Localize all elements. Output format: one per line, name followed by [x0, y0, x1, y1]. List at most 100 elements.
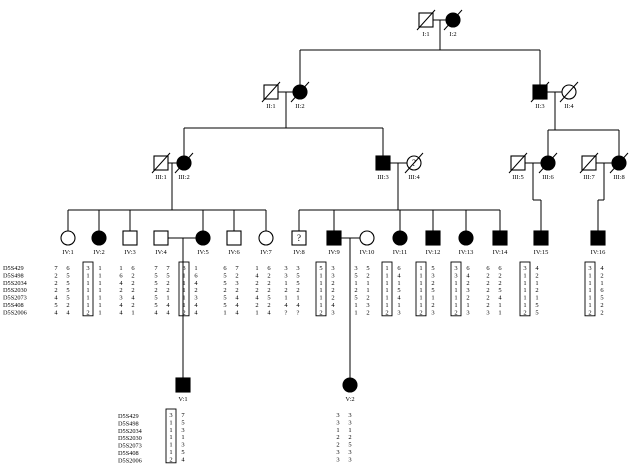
- individual-label: V:2: [345, 396, 354, 403]
- allele-value: 3: [466, 287, 469, 294]
- allele-value: 2: [119, 287, 122, 294]
- allele-value: 5: [181, 449, 184, 456]
- allele-value: 4: [194, 280, 198, 287]
- allele-value: 2: [419, 309, 422, 316]
- haplotype-box: [415, 261, 427, 317]
- allele-value: 1: [169, 449, 172, 456]
- allele-value: ?: [297, 309, 300, 316]
- allele-value: 5: [600, 295, 603, 302]
- allele-value: 1: [296, 295, 299, 302]
- allele-value: 2: [54, 287, 57, 294]
- allele-value: 1: [182, 302, 185, 309]
- haplotype-box: [165, 408, 177, 464]
- allele-value: 2: [284, 287, 287, 294]
- allele-value: 5: [154, 272, 157, 279]
- allele-value: 1: [319, 302, 322, 309]
- allele-value: 1: [523, 287, 526, 294]
- allele-value: 5: [319, 265, 322, 272]
- allele-value: 2: [169, 456, 172, 463]
- allele-value: 2: [255, 287, 258, 294]
- individual-label: IV:8: [293, 249, 304, 256]
- allele-value: 3: [331, 265, 334, 272]
- allele-value: 4: [194, 302, 198, 309]
- individual-label: II:4: [564, 103, 574, 110]
- individual-label: II:2: [295, 103, 304, 110]
- allele-value: 3: [194, 295, 197, 302]
- allele-value: 1: [255, 265, 258, 272]
- allele-value: 3: [331, 272, 334, 279]
- allele-value: 4: [154, 309, 158, 316]
- individual-label: III:2: [178, 174, 190, 181]
- individual-label: IV:1: [62, 249, 73, 256]
- allele-value: 4: [267, 309, 271, 316]
- allele-value: 3: [348, 449, 351, 456]
- individual-label: IV:13: [459, 249, 474, 256]
- marker-label: D5S2030: [3, 287, 27, 294]
- allele-value: 1: [348, 427, 351, 434]
- allele-value: 1: [588, 302, 591, 309]
- allele-value: 3: [182, 265, 185, 272]
- allele-value: 2: [431, 280, 434, 287]
- allele-value: 1: [98, 272, 101, 279]
- allele-value: 1: [397, 302, 400, 309]
- individual-label: IV:16: [591, 249, 606, 256]
- deceased-slash: [443, 9, 463, 31]
- allele-value: 1: [354, 302, 357, 309]
- allele-value: 3: [86, 265, 89, 272]
- marker-label: D5S2034: [118, 428, 143, 435]
- allele-value: 1: [385, 287, 388, 294]
- allele-value: 3: [397, 309, 400, 316]
- allele-value: 4: [397, 295, 401, 302]
- allele-value: 5: [154, 302, 157, 309]
- deceased-slash: [416, 9, 436, 31]
- marker-label: D5S498: [118, 420, 139, 427]
- allele-value: 1: [223, 309, 226, 316]
- allele-value: 2: [454, 309, 457, 316]
- allele-value: 2: [66, 302, 69, 309]
- allele-value: 1: [354, 280, 357, 287]
- allele-value: 1: [98, 287, 101, 294]
- individual-label: IV:10: [360, 249, 375, 256]
- allele-value: 2: [54, 280, 57, 287]
- allele-value: 1: [454, 302, 457, 309]
- marker-label: D5S429: [3, 265, 24, 272]
- deceased-slash: [579, 152, 599, 174]
- allele-value: 1: [86, 295, 89, 302]
- marker-label: D5S2006: [118, 457, 142, 464]
- allele-value: 3: [331, 309, 334, 316]
- allele-value: 5: [66, 280, 69, 287]
- individual-label: IV:12: [426, 249, 441, 256]
- allele-value: 3: [366, 302, 369, 309]
- deceased-slash: [609, 152, 629, 174]
- individual-label: IV:3: [124, 249, 135, 256]
- allele-value: 2: [588, 309, 591, 316]
- allele-value: 1: [354, 309, 357, 316]
- individual-label: V:1: [178, 396, 187, 403]
- individual-label: IV:4: [155, 249, 167, 256]
- male-symbol: [425, 230, 441, 246]
- allele-value: 7: [235, 265, 239, 272]
- allele-value: 1: [454, 295, 457, 302]
- allele-value: 2: [131, 280, 134, 287]
- allele-value: 1: [182, 280, 185, 287]
- allele-value: 1: [498, 309, 501, 316]
- allele-value: 4: [235, 295, 239, 302]
- allele-value: 2: [354, 287, 357, 294]
- allele-value: 2: [182, 309, 185, 316]
- allele-value: 2: [466, 280, 469, 287]
- allele-value: 4: [235, 309, 239, 316]
- allele-value: 1: [181, 434, 184, 441]
- haplotype-box: [82, 261, 94, 317]
- female-symbol: [195, 230, 211, 246]
- allele-value: 1: [86, 287, 89, 294]
- allele-value: 2: [255, 302, 258, 309]
- allele-value: 1: [523, 280, 526, 287]
- allele-value: 3: [336, 412, 339, 419]
- allele-value: 1: [419, 280, 422, 287]
- allele-value: 1: [588, 295, 591, 302]
- allele-value: 6: [486, 265, 490, 272]
- allele-value: 7: [181, 412, 185, 419]
- allele-value: 2: [486, 272, 489, 279]
- allele-value: 5: [267, 295, 270, 302]
